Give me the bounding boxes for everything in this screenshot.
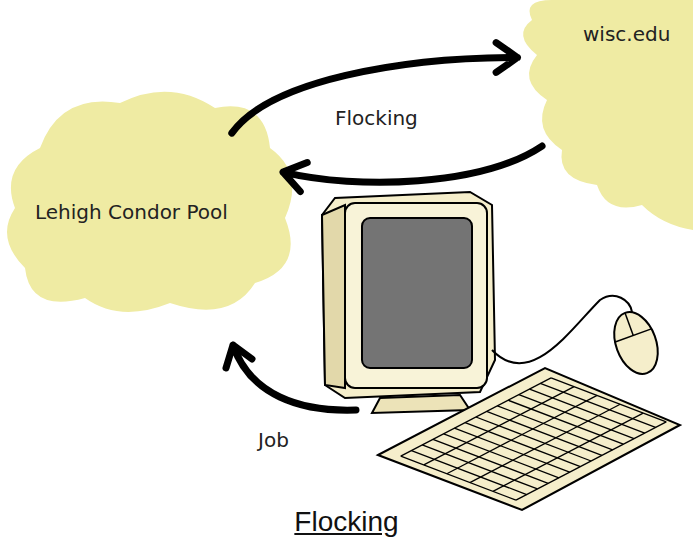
keyboard [378,368,680,510]
job-arrow [226,345,356,410]
key-column-line [422,445,537,489]
key-column-line [433,439,548,483]
key-column-line [444,434,559,478]
key-column-line [530,389,645,433]
key-row-line [470,404,620,482]
cloud-outline [7,92,292,312]
monitor-bezel [345,203,487,388]
cloud-label: Lehigh Condor Pool [35,200,228,224]
monitor [322,192,495,413]
key-column-line [487,411,602,455]
mouse-button-split [625,313,633,336]
flocking-arrow [283,146,542,192]
key-column-line [508,400,623,444]
key-column-line [454,428,569,472]
key-column-line [476,417,591,461]
monitor-stand [372,395,470,413]
mouse-cable [492,296,632,363]
caption: Flocking [0,505,693,539]
cloud-outline [523,0,693,230]
key-row-line [447,395,597,473]
cloud-node: wisc.edu [512,0,693,230]
flocking-arrow [232,43,518,134]
arrow-label: Job [258,428,289,452]
key-column-line [401,456,516,500]
mouse [606,306,665,380]
monitor-side [322,205,345,388]
key-column-line [411,451,526,495]
edge-label: Flocking [335,106,418,130]
key-column-line [540,383,655,427]
mouse-body [606,306,665,380]
key-column-line [519,395,634,439]
monitor-casing [322,192,495,398]
monitor-screen [362,218,472,368]
key-column-line [497,406,612,450]
keyboard-body [378,368,680,510]
key-column-line [465,423,580,467]
cloud-node: Lehigh Condor Pool [0,78,305,323]
key-column-line [551,378,666,422]
cloud-label: wisc.edu [583,22,670,46]
